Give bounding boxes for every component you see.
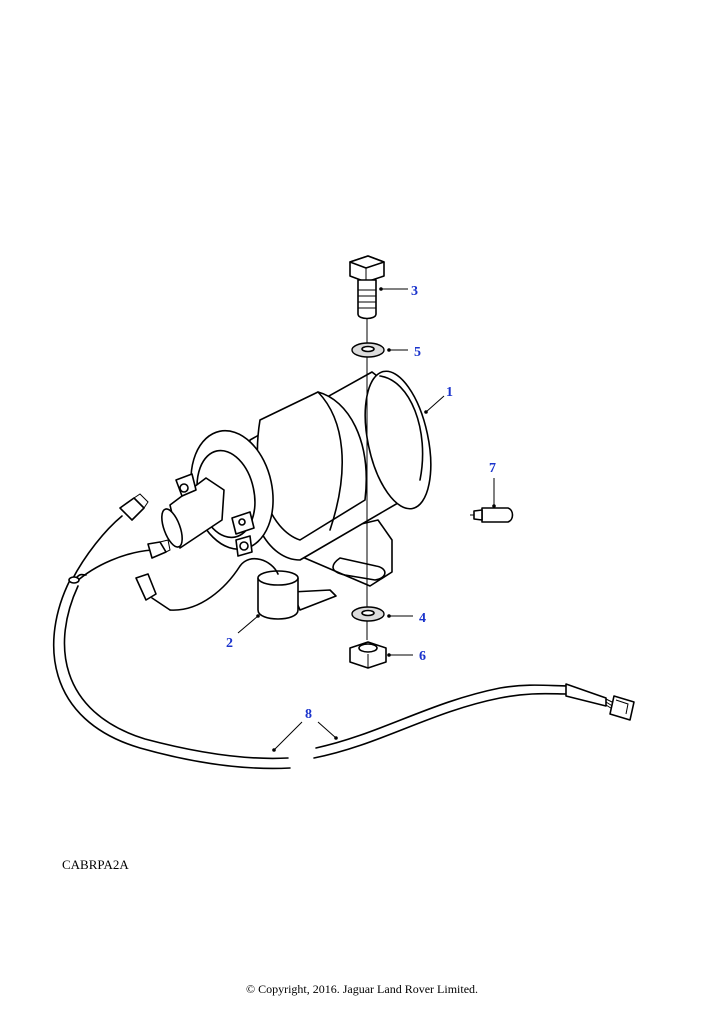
callout-2: 2 — [226, 636, 233, 651]
connector-pin — [470, 507, 514, 523]
capacitor — [135, 557, 337, 620]
leader-lines — [237, 287, 496, 752]
callout-7: 7 — [489, 461, 496, 476]
wiring-harness — [53, 493, 635, 770]
reference-code: CABRPA2A — [62, 857, 129, 872]
nut — [349, 641, 387, 669]
callout-3: 3 — [411, 284, 418, 299]
callout-4: 4 — [419, 611, 426, 626]
spring-washer — [351, 606, 385, 622]
coil-body — [161, 370, 432, 587]
callout-8: 8 — [305, 707, 312, 722]
copyright-notice: © Copyright, 2016. Jaguar Land Rover Lim… — [245, 982, 479, 996]
bolt — [349, 255, 385, 320]
callout-6: 6 — [419, 649, 426, 664]
callout-5: 5 — [414, 345, 421, 360]
flat-washer — [351, 342, 385, 358]
callout-1: 1 — [446, 385, 453, 400]
